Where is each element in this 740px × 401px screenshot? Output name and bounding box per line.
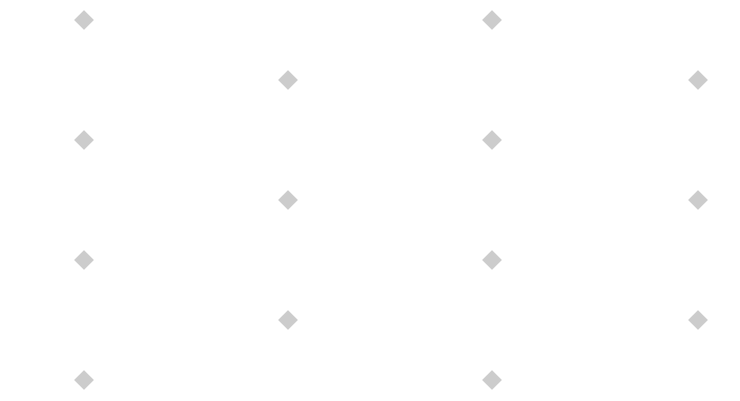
diamond-icon [688,310,708,330]
diamond-icon [74,130,94,150]
diamond-icon [278,70,298,90]
diamond-icon [74,370,94,390]
diamond-icon [482,250,502,270]
diamond-icon [688,70,708,90]
diamond-icon [278,310,298,330]
diamond-icon [278,190,298,210]
diamond-icon [482,130,502,150]
diamond-icon [688,190,708,210]
diamond-icon [482,10,502,30]
diamond-icon [74,250,94,270]
diamond-icon [482,370,502,390]
diamond-icon [74,10,94,30]
